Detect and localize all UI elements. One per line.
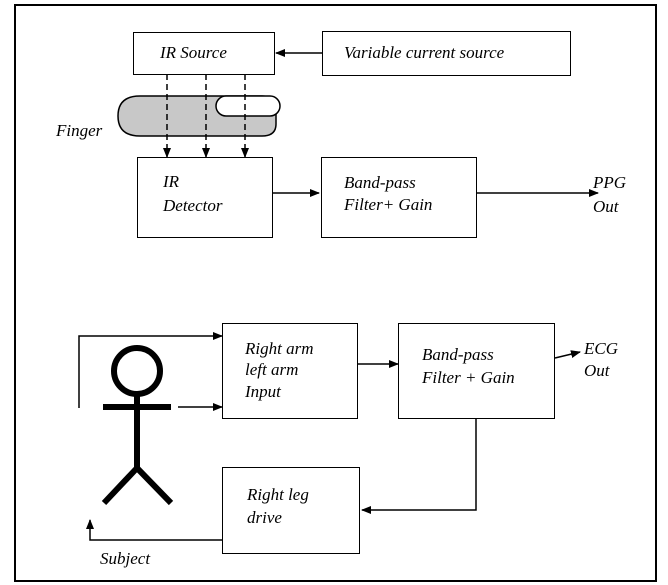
subject-head (111, 345, 163, 397)
ir-detector-label-line1: IR (163, 172, 180, 191)
ecg-input-label-line2: left arm (245, 360, 299, 379)
ecg-input-label-line3: Input (245, 382, 281, 401)
right-leg-drive-box: Right leg drive (222, 467, 360, 554)
ecg-filter-box: Band-pass Filter + Gain (398, 323, 555, 419)
wire-right-arm (78, 332, 223, 408)
ecg-input-label-line1: Right arm (245, 339, 314, 358)
ppg-filter-label-line2: Filter+ Gain (344, 195, 433, 214)
ecg-out-label-line2: Out (584, 361, 610, 380)
wire-rld-to-subject (86, 519, 222, 541)
rld-label-line2: drive (247, 508, 282, 527)
subject-label: Subject (100, 549, 151, 568)
ppg-filter-label-line1: Band-pass (344, 173, 416, 192)
ecg-filter-label-line2: Filter + Gain (422, 368, 515, 387)
ir-source-box: IR Source (133, 32, 275, 75)
subject-left-leg (101, 465, 140, 506)
ecg-filter-label-line1: Band-pass (422, 345, 494, 364)
fingernail-shape (215, 95, 281, 117)
rld-label-line1: Right leg (247, 485, 309, 504)
ecg-input-box: Right arm left arm Input (222, 323, 358, 419)
variable-current-source-label: Variable current source (344, 43, 505, 62)
ppg-out-label-line1: PPG (593, 173, 627, 192)
ecg-out-label-line1: ECG (584, 339, 618, 358)
wire-filter-to-rld (361, 418, 477, 514)
ir-detector-box: IR Detector (137, 157, 273, 238)
variable-current-source-box: Variable current source (322, 31, 571, 76)
subject-right-leg (134, 465, 174, 506)
ppg-out-label-line2: Out (593, 197, 619, 216)
ir-source-label: IR Source (160, 43, 227, 62)
finger-label: Finger (56, 121, 103, 140)
diagram-frame (14, 4, 657, 582)
arrow-ecg-out (554, 350, 581, 359)
ir-detector-label-line2: Detector (163, 196, 223, 215)
ppg-filter-box: Band-pass Filter+ Gain (321, 157, 477, 238)
